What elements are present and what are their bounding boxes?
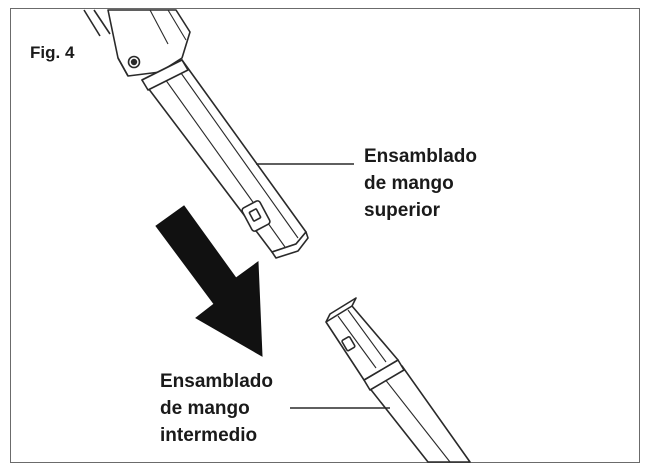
callout-upper-line-2: de mango [364, 173, 454, 194]
callout-upper-handle-assembly: Ensamblado de mango superior [364, 143, 477, 224]
upper-handle-assembly [83, 9, 309, 259]
callout-middle-line-1: Ensamblado [160, 371, 273, 392]
callout-upper-line-1: Ensamblado [364, 146, 477, 167]
figure-frame [10, 8, 640, 463]
figure-label: Fig. 4 [30, 43, 75, 62]
insert-direction-arrow [155, 205, 263, 357]
callout-middle-handle-assembly: Ensamblado de mango intermedio [160, 368, 273, 449]
callout-upper-line-3: superior [364, 200, 441, 221]
callout-middle-line-2: de mango [160, 398, 250, 419]
middle-handle-assembly [325, 297, 471, 463]
callout-middle-line-3: intermedio [160, 425, 258, 446]
